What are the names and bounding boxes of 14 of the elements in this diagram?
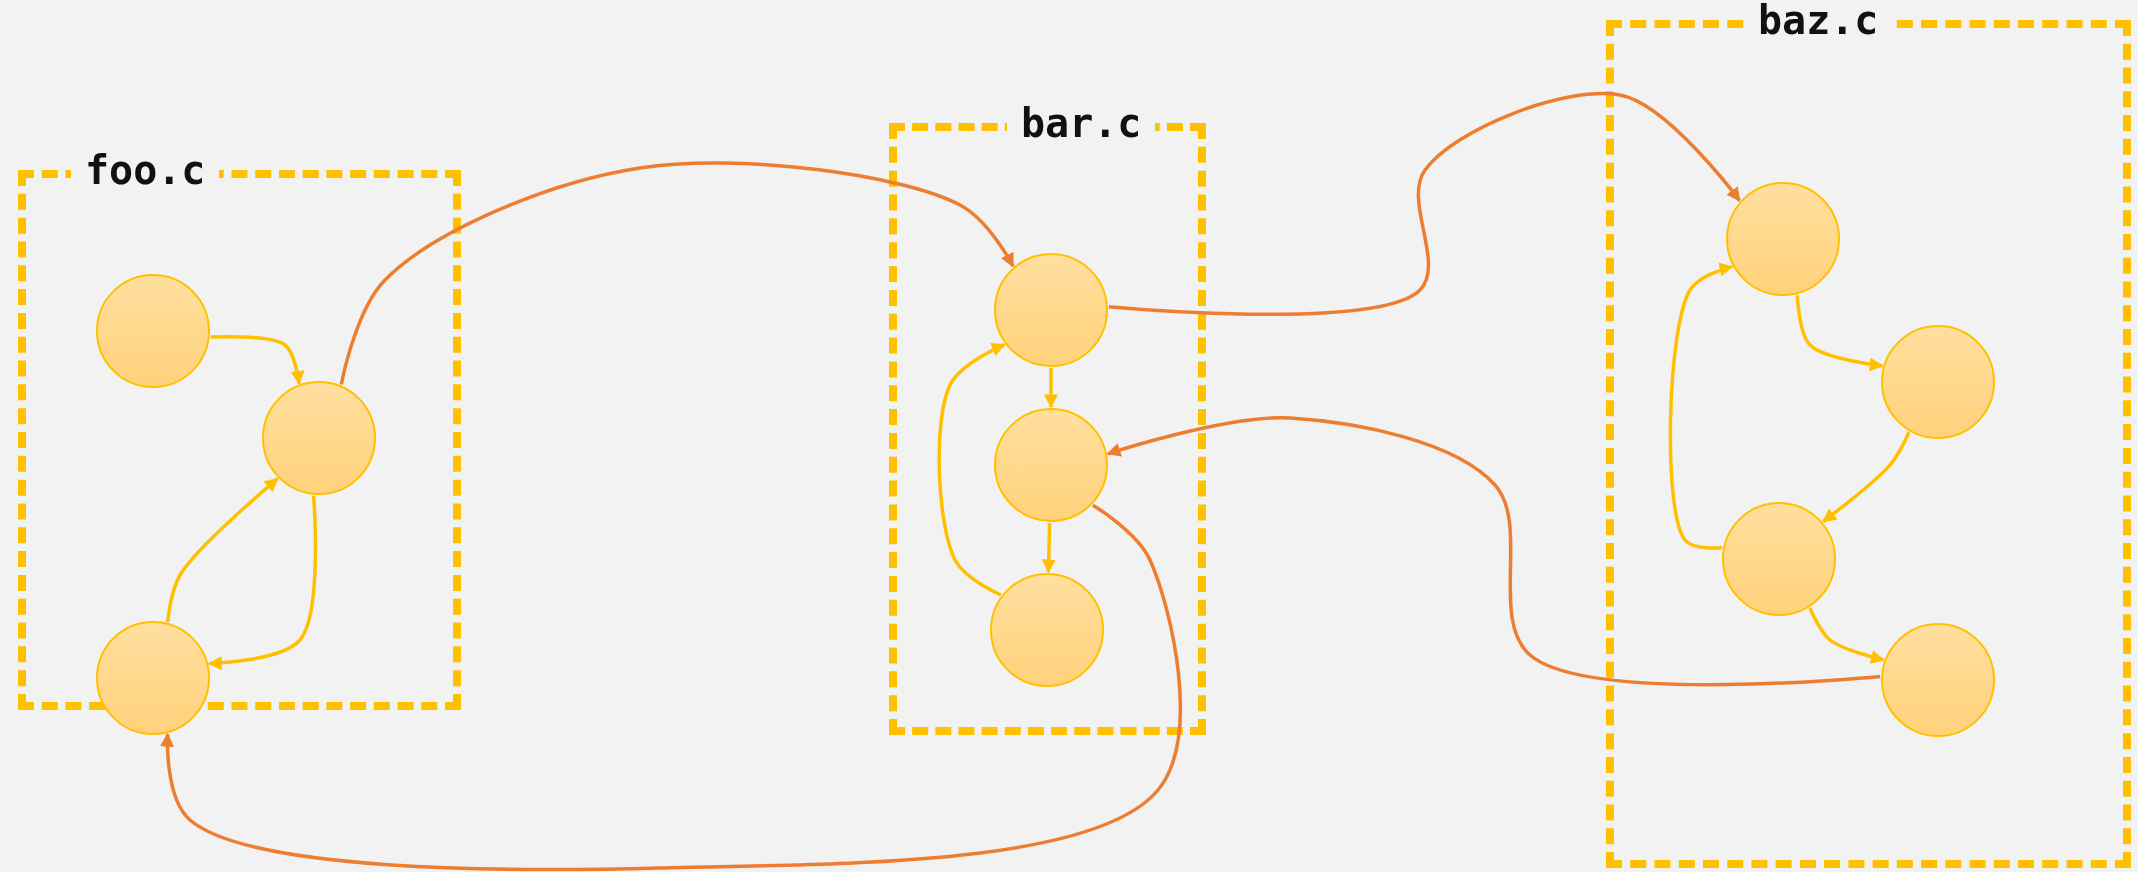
- arrow: [1668, 262, 1734, 550]
- arrow: [160, 503, 1182, 872]
- arrow: [207, 495, 318, 671]
- arrow: [1108, 92, 1741, 316]
- arrow: [165, 477, 279, 623]
- arrow: [339, 161, 1015, 385]
- arrow: [1106, 416, 1881, 687]
- arrow: [1041, 522, 1056, 574]
- arrow: [1044, 368, 1058, 409]
- arrow: [1795, 295, 1884, 372]
- arrow: [210, 334, 305, 385]
- arrow: [937, 342, 1006, 597]
- arrow: [1822, 431, 1911, 523]
- arrow: [1808, 607, 1885, 664]
